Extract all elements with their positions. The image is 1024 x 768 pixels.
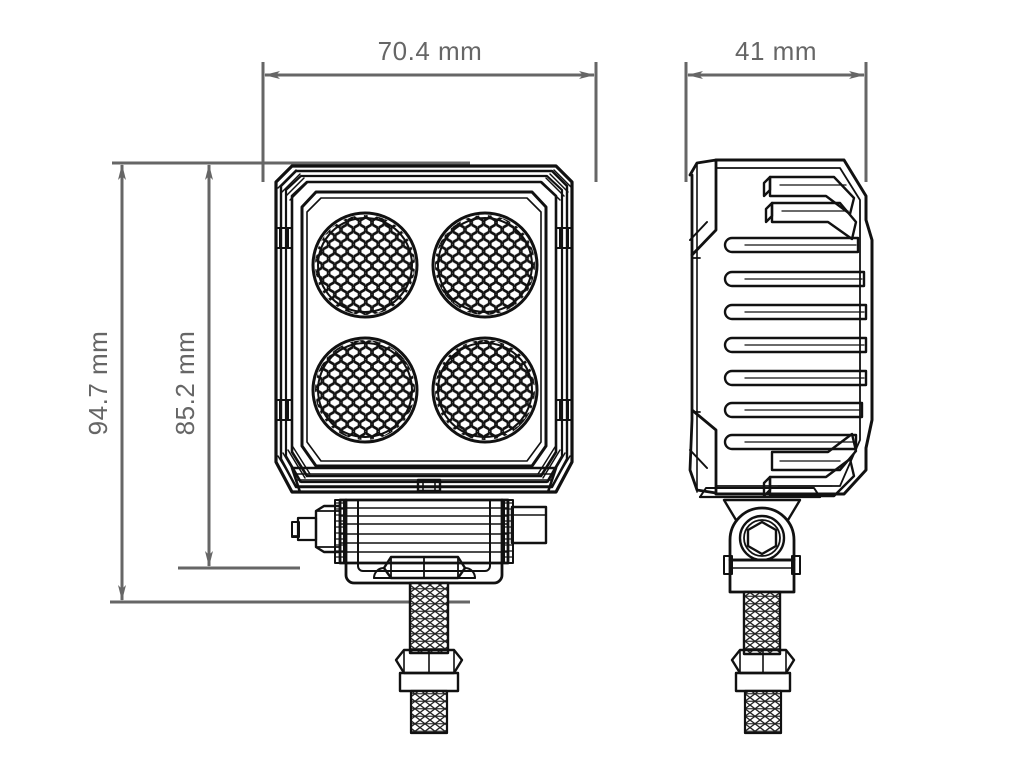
- side-view: [688, 158, 874, 735]
- front-housing-outline: [274, 164, 574, 494]
- side-pivot-housing: [698, 487, 822, 594]
- lens-array: [311, 211, 539, 444]
- front-bottom-bezel: [290, 466, 558, 494]
- overall-height-dimension-label: 94.7 mm: [83, 331, 113, 436]
- body-height-dimension-label: 85.2 mm: [170, 331, 200, 436]
- side-fin-detail-lines: [744, 184, 865, 487]
- lens-top-right: [431, 211, 539, 319]
- depth-dimension-label: 41 mm: [735, 36, 817, 66]
- side-threaded-stud: [730, 590, 796, 735]
- front-right-adjust-knob: [510, 505, 548, 545]
- side-front-face: [688, 158, 718, 495]
- front-center-hex-nut: [373, 555, 476, 580]
- lens-top-left: [311, 211, 419, 319]
- housing-corner-bevels: [277, 169, 573, 487]
- front-threaded-stud: [394, 581, 464, 735]
- front-view: [274, 164, 574, 735]
- dimension-annotations: [110, 62, 868, 604]
- width-dimension-label: 70.4 mm: [378, 36, 483, 66]
- lens-bottom-left: [311, 336, 419, 444]
- front-left-adjust-bolt: [291, 504, 342, 554]
- housing-side-ribs: [275, 227, 573, 421]
- lens-bottom-right: [431, 336, 539, 444]
